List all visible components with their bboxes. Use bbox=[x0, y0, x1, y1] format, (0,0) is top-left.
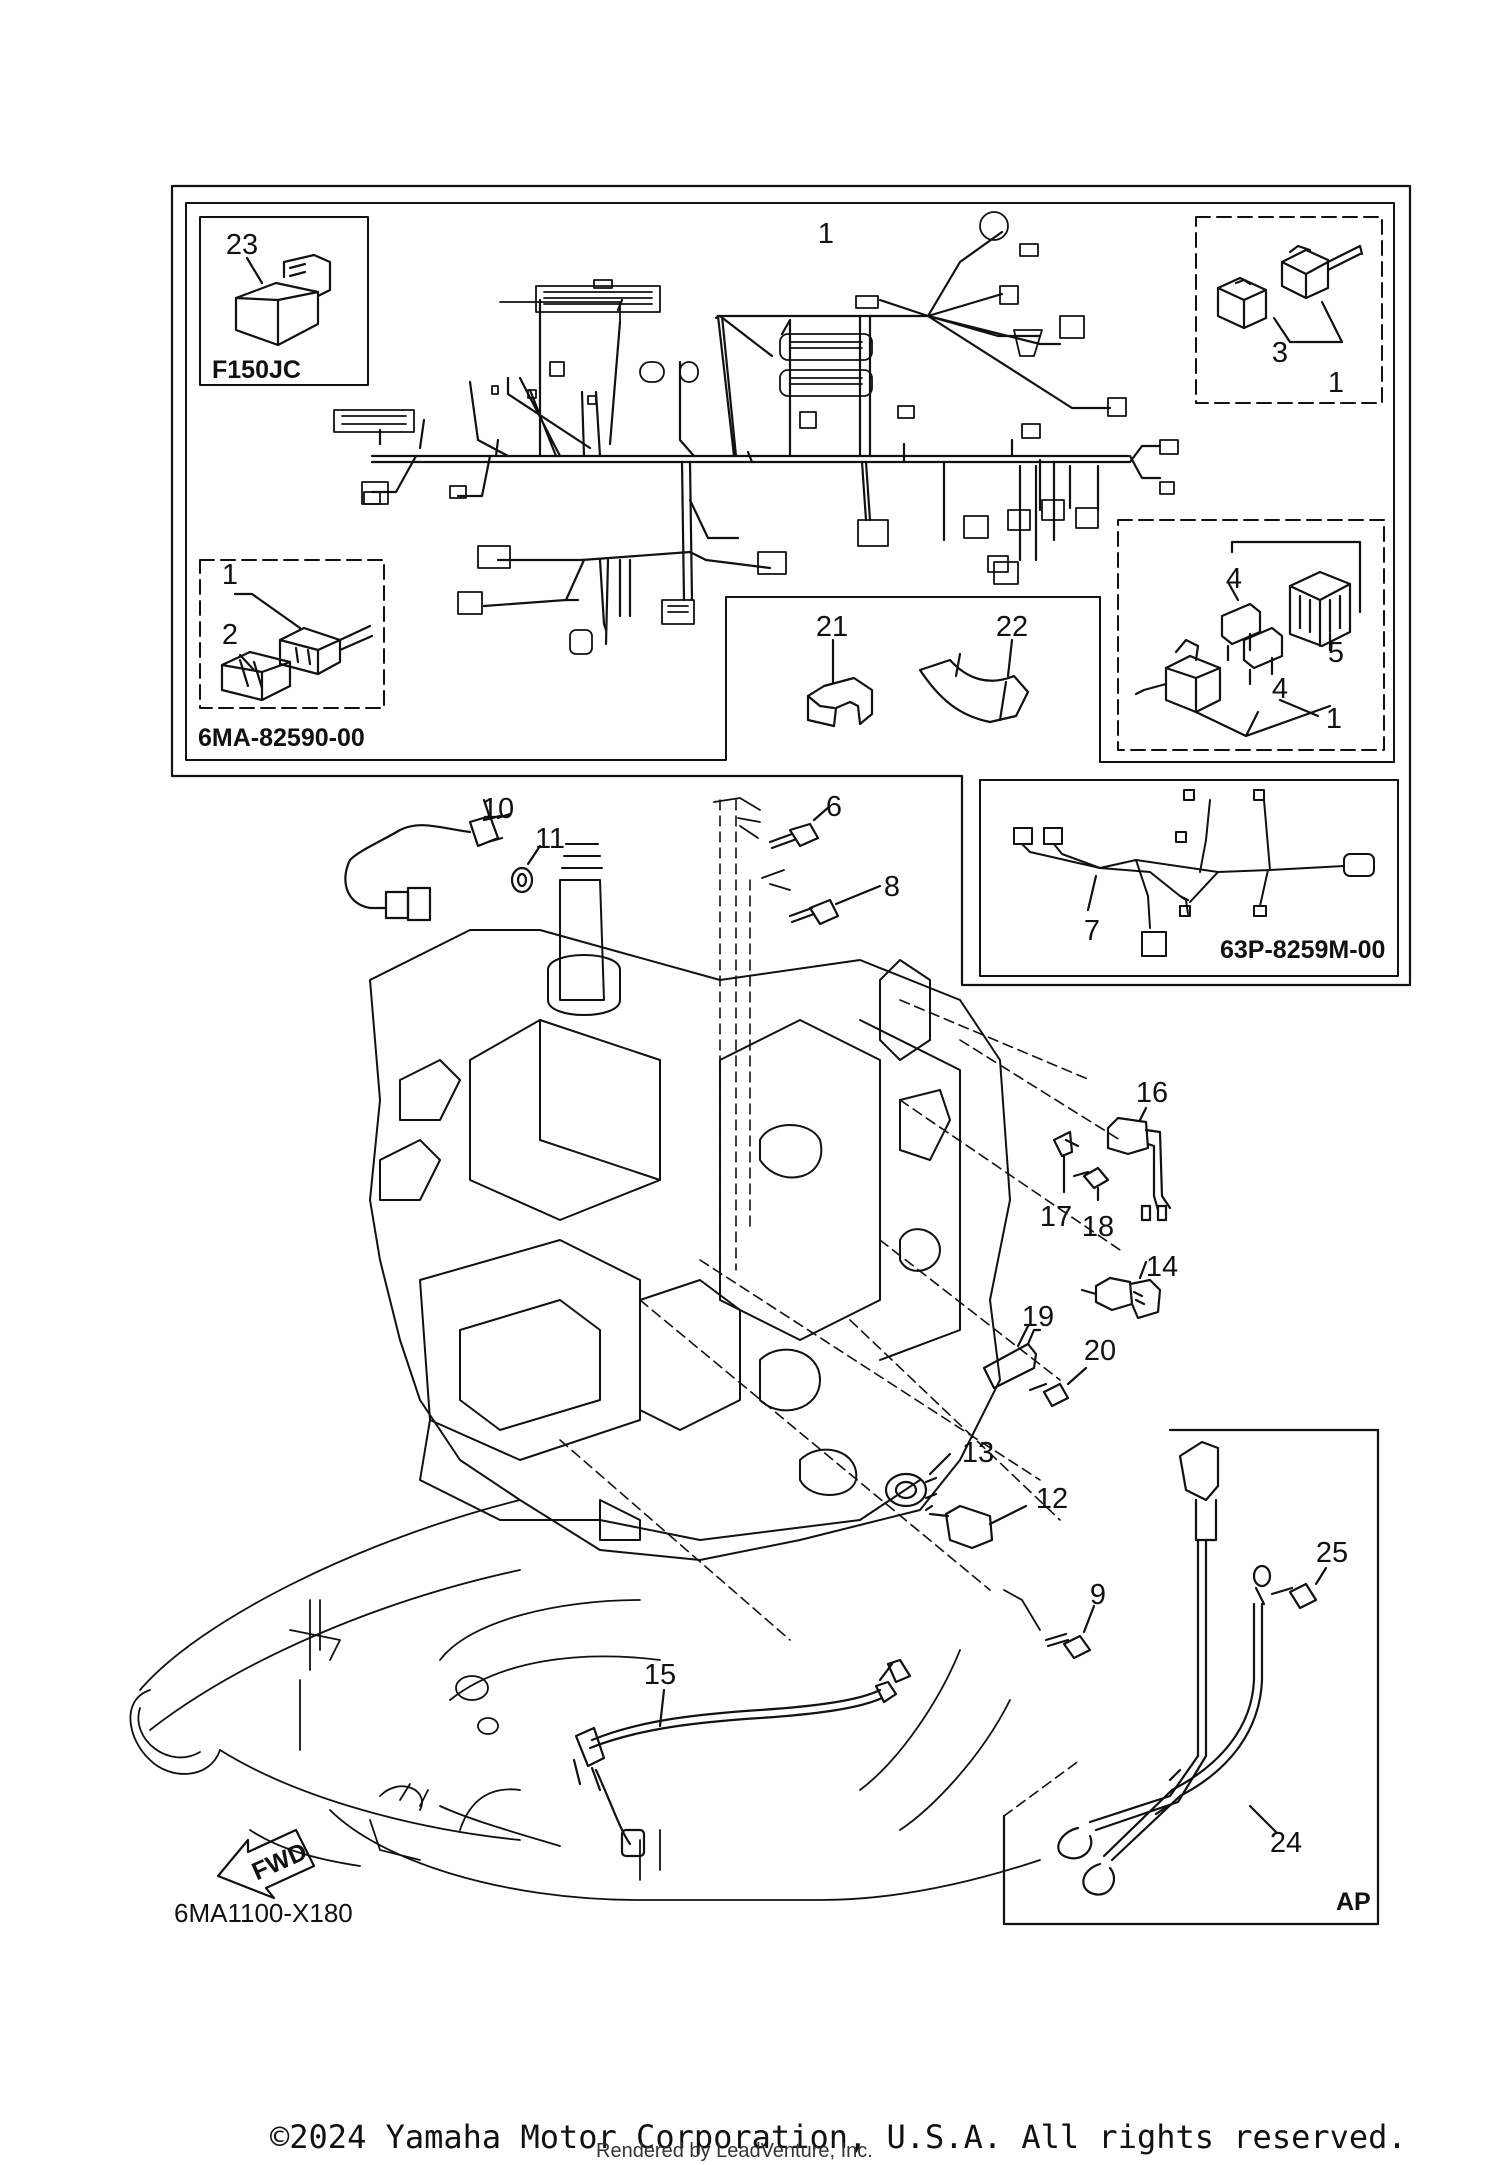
callout-21[interactable]: 21 bbox=[816, 611, 848, 643]
callout-4a[interactable]: 4 bbox=[1226, 563, 1242, 595]
guide-lines bbox=[559, 799, 1121, 1641]
callout-23[interactable]: 23 bbox=[226, 229, 258, 261]
connector-1-top-icon bbox=[1280, 244, 1364, 300]
battery-cable-24-icon bbox=[1057, 1440, 1266, 1896]
harness-connectors bbox=[333, 211, 1179, 655]
rendered-by-footer: Rendered by LeadVenture, Inc. bbox=[596, 2140, 873, 2162]
copyright-footer: ©2024 Yamaha Motor Corporation, U.S.A. A… bbox=[270, 2118, 1407, 2156]
relay-4b-icon bbox=[1242, 626, 1284, 686]
washer-11-icon bbox=[510, 866, 534, 894]
harness-15-icon bbox=[572, 1658, 912, 1858]
callout-9[interactable]: 9 bbox=[1090, 1579, 1106, 1611]
callout-8[interactable]: 8 bbox=[884, 871, 900, 903]
clamp-21-icon bbox=[806, 676, 874, 728]
connector-23-icon bbox=[234, 253, 332, 347]
box-f150jc bbox=[199, 216, 369, 386]
sensor-12-icon bbox=[924, 1504, 994, 1550]
callout-14[interactable]: 14 bbox=[1146, 1251, 1178, 1283]
callout-18[interactable]: 18 bbox=[1082, 1211, 1114, 1243]
box-63p bbox=[979, 779, 1399, 977]
bracket-19-icon bbox=[982, 1328, 1042, 1390]
relay-4a-icon bbox=[1220, 602, 1262, 662]
engine-block bbox=[369, 843, 1011, 1561]
bolt-25-icon bbox=[1252, 1564, 1318, 1610]
callout-12[interactable]: 12 bbox=[1036, 1483, 1068, 1515]
callout-10[interactable]: 10 bbox=[482, 793, 514, 825]
sub-wire-harness-7 bbox=[1013, 789, 1375, 957]
box-6ma bbox=[199, 559, 385, 709]
callout-1[interactable]: 1 bbox=[818, 218, 834, 250]
callout-22[interactable]: 22 bbox=[996, 611, 1028, 643]
bolt-9-icon bbox=[1044, 1632, 1092, 1660]
bolt-8-icon bbox=[788, 898, 840, 926]
fwd-arrow-icon bbox=[216, 1828, 316, 1900]
callouts: 1 1 1 1 2 3 4 4 5 6 7 8 9 10 11 12 13 14… bbox=[222, 218, 1348, 1859]
callout-25[interactable]: 25 bbox=[1316, 1537, 1348, 1569]
callout-6[interactable]: 6 bbox=[826, 791, 842, 823]
sensor-10-icon bbox=[344, 812, 512, 922]
label-f150jc: F150JC bbox=[212, 356, 301, 384]
callout-24[interactable]: 24 bbox=[1270, 1827, 1302, 1859]
main-wire-harness-1 bbox=[370, 230, 1162, 646]
connector-1-left-icon bbox=[278, 624, 374, 676]
harness-frame-inner bbox=[185, 202, 1395, 763]
clamp-22-icon bbox=[918, 652, 1030, 724]
callout-1-box3[interactable]: 1 bbox=[1328, 367, 1344, 399]
grommet-13-icon bbox=[884, 1472, 938, 1508]
harness-frame-outer bbox=[170, 184, 1412, 987]
box-relay bbox=[1117, 519, 1385, 751]
lower-cowling bbox=[129, 1499, 1041, 1901]
label-6ma-82590-00: 6MA-82590-00 bbox=[198, 724, 365, 752]
connector-2-icon bbox=[220, 650, 292, 702]
bolt-6-icon bbox=[768, 822, 820, 850]
callout-15[interactable]: 15 bbox=[644, 1659, 676, 1691]
callout-16[interactable]: 16 bbox=[1136, 1077, 1168, 1109]
box-ap bbox=[1002, 1428, 1380, 1926]
callout-1-box6ma[interactable]: 1 bbox=[222, 559, 238, 591]
callout-2[interactable]: 2 bbox=[222, 619, 238, 651]
callout-13[interactable]: 13 bbox=[962, 1437, 994, 1469]
connector-3-icon bbox=[1216, 276, 1268, 330]
callout-5[interactable]: 5 bbox=[1328, 637, 1344, 669]
bolt-18-icon bbox=[1072, 1166, 1110, 1190]
sensor-14-icon bbox=[1080, 1276, 1162, 1320]
callout-3[interactable]: 3 bbox=[1272, 337, 1288, 369]
bolt-20-icon bbox=[1028, 1382, 1070, 1408]
callout-11[interactable]: 11 bbox=[535, 823, 565, 855]
callout-4b[interactable]: 4 bbox=[1272, 673, 1288, 705]
box-connector-3 bbox=[1195, 216, 1383, 404]
label-ap: AP bbox=[1336, 1888, 1371, 1916]
callout-17[interactable]: 17 bbox=[1040, 1201, 1072, 1233]
callout-19[interactable]: 19 bbox=[1022, 1301, 1054, 1333]
bracket-17-icon bbox=[1052, 1130, 1080, 1158]
relay-connector-icon bbox=[1134, 638, 1222, 714]
callout-1-relay[interactable]: 1 bbox=[1326, 703, 1342, 735]
sensor-16-icon bbox=[1106, 1116, 1172, 1222]
callout-7[interactable]: 7 bbox=[1084, 915, 1100, 947]
label-63p-8259m-00: 63P-8259M-00 bbox=[1220, 936, 1385, 964]
callout-20[interactable]: 20 bbox=[1084, 1335, 1116, 1367]
relay-5-icon bbox=[1288, 570, 1352, 648]
diagram-code: 6MA1100-X180 bbox=[174, 1898, 353, 1928]
